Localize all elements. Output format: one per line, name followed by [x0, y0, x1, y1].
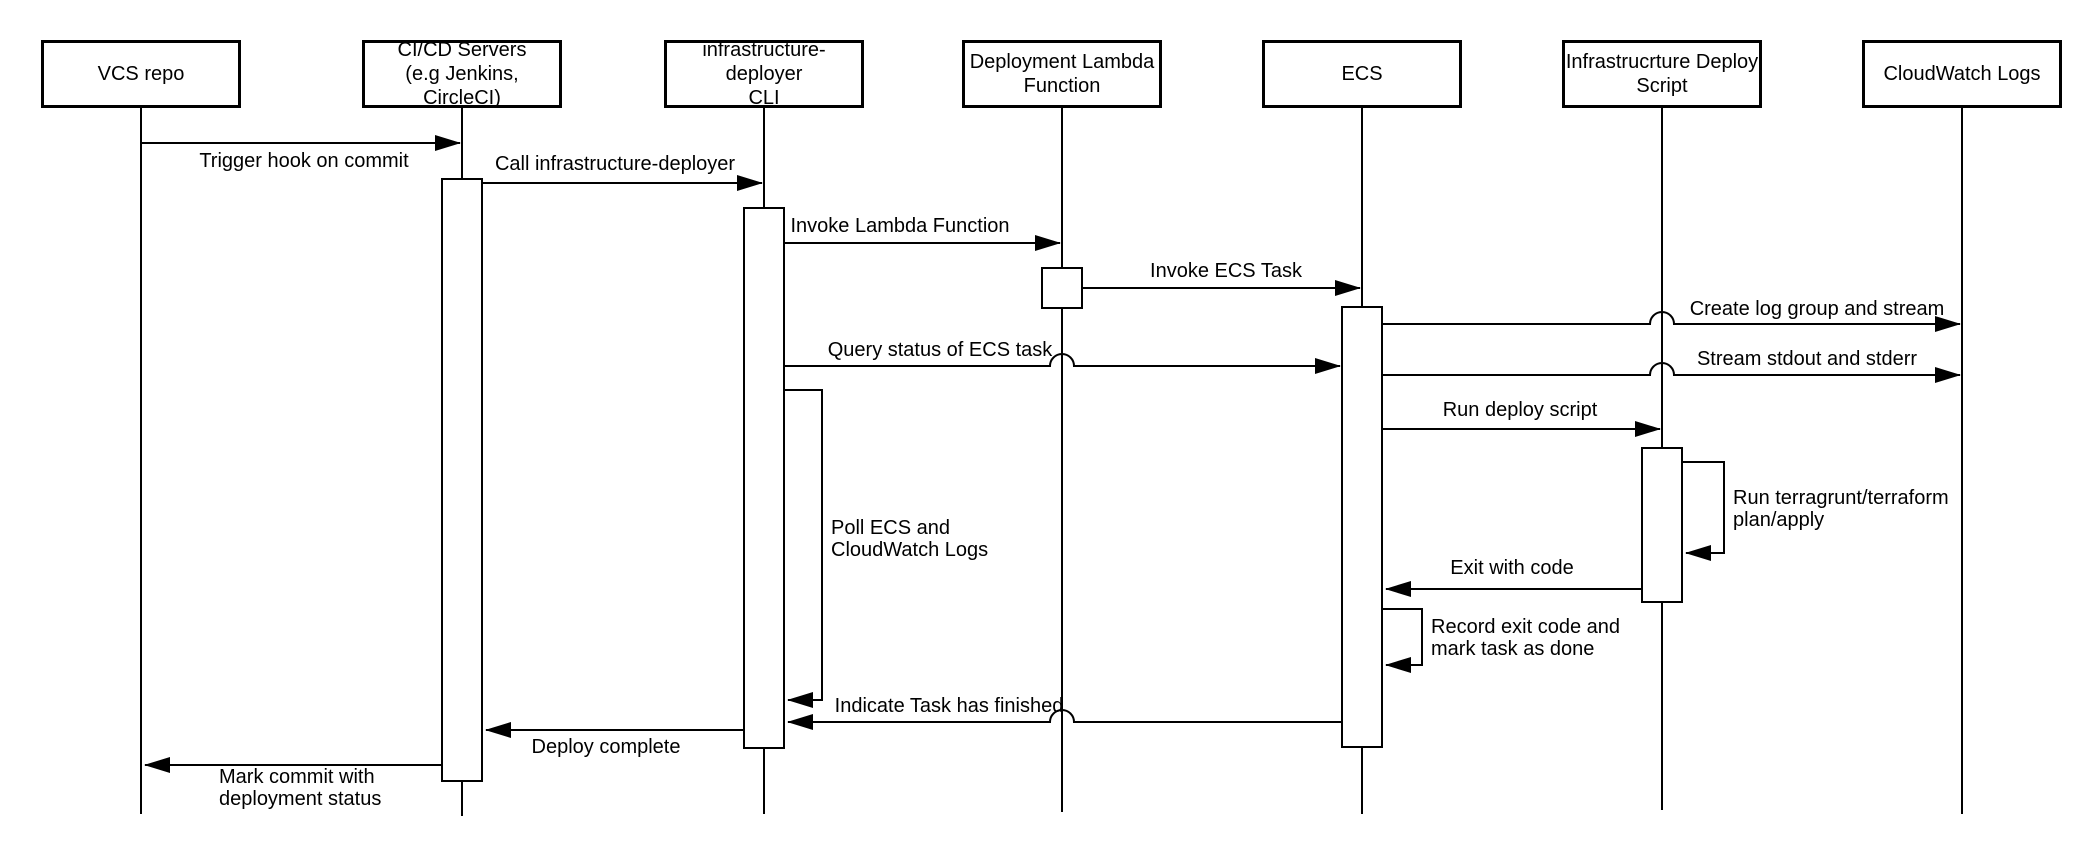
message-label-deploy-complete: Deploy complete [531, 736, 681, 758]
message-label-call-infrastructure-deployer: Call infrastructure-deployer [494, 153, 736, 175]
actor-box-cicd-servers: CI/CD Servers (e.g Jenkins, CircleCI) [362, 39, 562, 109]
actor-box-infrastructure-deployer-cli: infrastructure-deployer CLI [664, 39, 864, 109]
message-label-run-deploy-script: Run deploy script [1442, 399, 1598, 421]
message-label-query-status-of-ecs-task: Query status of ECS task [827, 339, 1053, 361]
message-label-invoke-lambda-function: Invoke Lambda Function [790, 215, 1010, 237]
message-label-indicate-task-finished: Indicate Task has finished [834, 695, 1064, 717]
arrow-query-status-of-ecs-task [784, 353, 1341, 374]
activation-cicd-servers [441, 178, 483, 782]
arrow-create-log-group-and-stream [1382, 311, 1961, 332]
arrow-stream-stdout-and-stderr [1382, 362, 1961, 383]
message-label-exit-with-code: Exit with code [1450, 557, 1574, 579]
message-arrows [141, 135, 1961, 773]
message-label-poll-ecs-and-cloudwatch: Poll ECS and CloudWatch Logs [831, 517, 989, 561]
message-label-run-terragrunt: Run terragrunt/terraform plan/apply [1733, 487, 1949, 531]
actor-box-cloudwatch-logs: CloudWatch Logs [1862, 40, 2062, 108]
message-label-create-log-group-and-stream: Create log group and stream [1689, 298, 1945, 320]
message-label-mark-commit: Mark commit with deployment status [219, 766, 382, 810]
bracket-poll-ecs-and-cloudwatch [784, 389, 823, 708]
actor-box-infrastructure-deploy-script: Infrastrucrture Deploy Script [1562, 40, 1762, 108]
activation-ecs [1341, 306, 1383, 748]
activation-deployment-lambda [1041, 267, 1083, 309]
activation-infrastructure-deploy-script [1641, 447, 1683, 603]
actor-box-ecs: ECS [1262, 40, 1462, 108]
self-loop-record-exit-code [1382, 608, 1423, 673]
message-label-stream-stdout-and-stderr: Stream stdout and stderr [1696, 348, 1918, 370]
activation-infrastructure-deployer-cli [743, 207, 785, 749]
message-label-trigger-hook-on-commit: Trigger hook on commit [199, 150, 409, 172]
self-loop-run-terragrunt [1682, 461, 1725, 561]
message-label-invoke-ecs-task: Invoke ECS Task [1150, 260, 1302, 282]
actor-box-vcs-repo: VCS repo [41, 40, 241, 108]
arrow-indicate-task-finished [787, 709, 1342, 730]
activation-bars [441, 178, 1683, 782]
actor-box-deployment-lambda: Deployment Lambda Function [962, 40, 1162, 108]
message-label-record-exit-code: Record exit code and mark task as done [1431, 616, 1621, 660]
